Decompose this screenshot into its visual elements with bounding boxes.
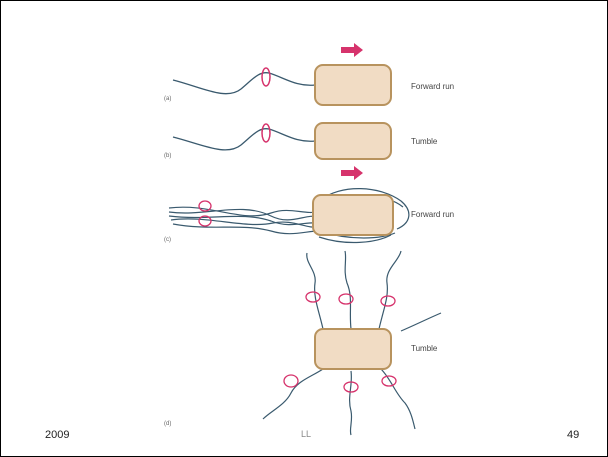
panel-a-label: Forward run	[411, 82, 454, 91]
panel-a-marker: (a)	[164, 96, 171, 102]
footer-center: LL	[301, 429, 311, 439]
panel-d: (d) Tumble	[164, 251, 441, 435]
panel-c-marker: (c)	[164, 237, 171, 243]
panel-b-label: Tumble	[411, 137, 438, 146]
bacterial-cell	[315, 65, 391, 105]
motor-rotation-icon	[284, 375, 298, 387]
direction-arrow-icon	[341, 43, 363, 57]
motor-rotation-icon	[262, 68, 270, 86]
flagellum	[173, 73, 315, 94]
motor-rotation-icon	[262, 124, 270, 142]
footer-page-number: 49	[567, 429, 579, 441]
panel-b: (b) Tumble	[164, 123, 438, 159]
panel-a: (a) Forward run	[164, 43, 454, 105]
bacterial-cell	[315, 329, 391, 369]
direction-arrow-icon	[341, 166, 363, 180]
panel-d-label: Tumble	[411, 344, 438, 353]
panel-c: (c) Forward run	[164, 166, 454, 243]
panel-c-label: Forward run	[411, 210, 454, 219]
panel-d-marker: (d)	[164, 421, 171, 427]
bacterial-cell	[315, 123, 391, 159]
motor-rotation-icon	[306, 292, 320, 302]
footer-year: 2009	[45, 429, 69, 441]
motor-rotation-icon	[381, 296, 395, 306]
motor-rotation-icon	[382, 376, 396, 386]
bacterial-cell	[313, 195, 393, 235]
flagellum	[173, 129, 315, 150]
panel-b-marker: (b)	[164, 153, 171, 159]
